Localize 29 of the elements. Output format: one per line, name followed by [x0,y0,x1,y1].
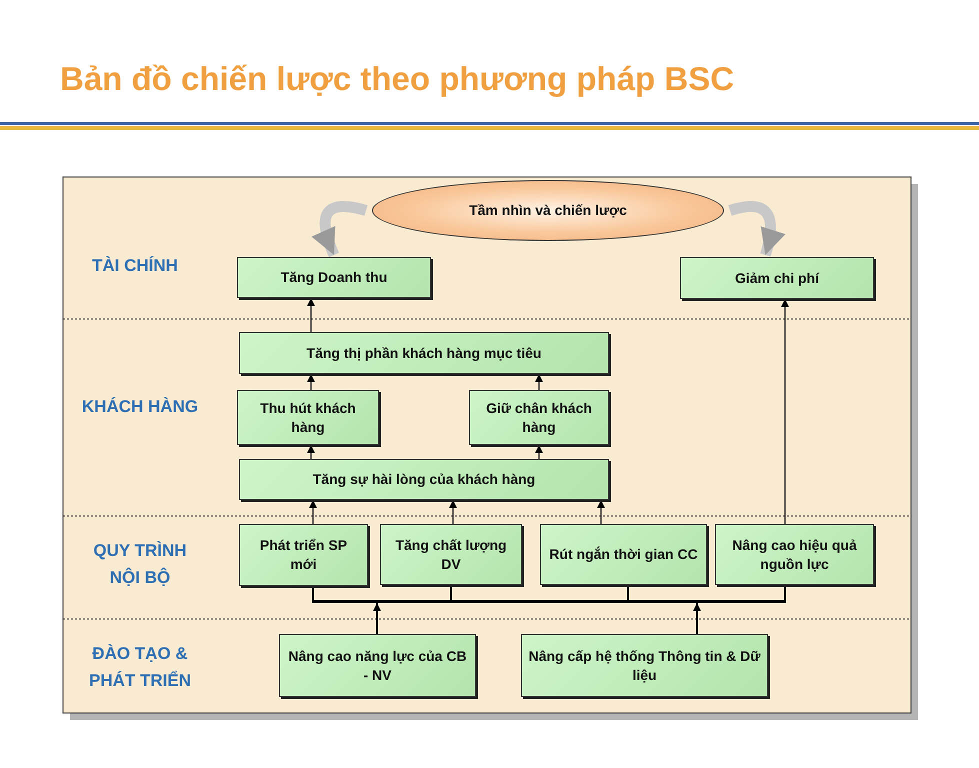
objective-box: Nâng cấp hệ thống Thông tin & Dữ liệu [521,634,768,697]
perspective-label: TÀI CHÍNH [91,255,179,277]
objective-box: Phát triển SP mới [239,524,368,586]
arrow [693,603,701,634]
arrow [307,445,315,459]
perspective-label: KHÁCH HÀNG [80,396,200,418]
objective-box: Rút ngắn thời gian CC [540,524,707,585]
arrow [597,500,605,524]
connector-bar [312,600,786,603]
objective-box: Tăng chất lượng DV [380,524,522,585]
arrow [535,445,543,459]
arrow [535,374,543,390]
arrow [309,500,317,524]
objective-box: Nâng cao hiệu quả nguồn lực [715,524,874,585]
objective-box: Giảm chi phí [680,257,874,299]
arrow [781,299,789,524]
objective-box: Thu hút khách hàng [237,390,379,445]
objective-box: Tăng thị phần khách hàng mục tiêu [239,332,609,374]
objective-box: Tăng Doanh thu [237,257,431,298]
perspective-label: ĐÀO TẠO & PHÁT TRIỂN [88,643,192,692]
arrow [373,603,381,634]
title: Bản đồ chiến lược theo phương pháp BSC [60,60,734,98]
objective-box: Giữ chân khách hàng [469,390,609,445]
arrow [449,500,457,524]
arrow [307,298,315,332]
objective-box: Nâng cao năng lực của CB - NV [279,634,476,697]
perspective-label: QUY TRÌNH NỘI BỘ [92,540,188,590]
arrow [307,374,315,390]
objective-box: Tăng sự hài lòng của khách hàng [239,459,609,500]
